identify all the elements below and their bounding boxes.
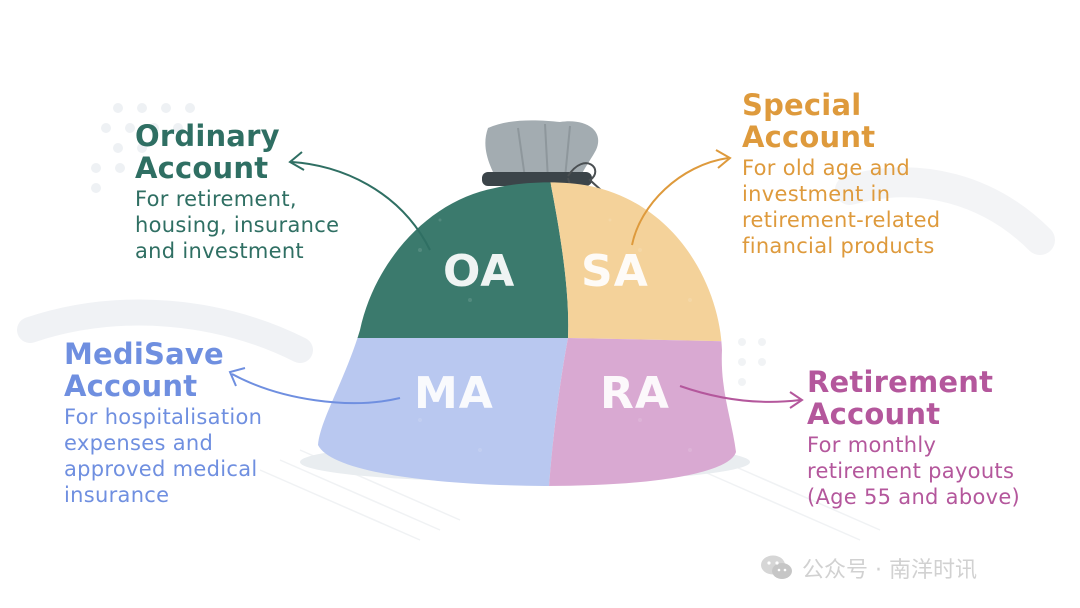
desc-line: For hospitalisation bbox=[64, 405, 263, 429]
desc-line: and investment bbox=[135, 239, 304, 263]
desc-line: investment in bbox=[742, 182, 891, 206]
segment-ra bbox=[548, 338, 736, 486]
desc-line: (Age 55 and above) bbox=[807, 485, 1021, 509]
desc-line: retirement-related bbox=[742, 208, 941, 232]
segment-ma bbox=[318, 338, 568, 486]
desc-line: retirement payouts bbox=[807, 459, 1015, 483]
segment-sa-label: SA bbox=[581, 246, 649, 297]
segment-sa bbox=[548, 182, 736, 342]
special-account-title: Special Account bbox=[742, 89, 982, 153]
title-line: Account bbox=[807, 397, 941, 431]
special-account-callout: Special Account For old age and investme… bbox=[742, 89, 982, 259]
title-line: Special bbox=[742, 88, 862, 122]
ordinary-account-callout: Ordinary Account For retirement, housing… bbox=[135, 120, 375, 264]
retirement-account-description: For monthly retirement payouts (Age 55 a… bbox=[807, 432, 1047, 510]
segment-ma-label: MA bbox=[414, 368, 494, 419]
bag-band bbox=[482, 172, 592, 186]
retirement-account-callout: Retirement Account For monthly retiremen… bbox=[807, 366, 1047, 510]
title-line: Retirement bbox=[807, 365, 994, 399]
desc-line: expenses and bbox=[64, 431, 214, 455]
desc-line: For monthly bbox=[807, 433, 937, 457]
ordinary-account-title: Ordinary Account bbox=[135, 120, 375, 184]
title-line: MediSave bbox=[64, 337, 224, 371]
segment-ra-label: RA bbox=[600, 368, 670, 419]
segment-oa-label: OA bbox=[443, 246, 516, 297]
watermark-text: 公众号 · 南洋时讯 bbox=[802, 558, 977, 583]
bag-top bbox=[485, 120, 599, 186]
medisave-account-title: MediSave Account bbox=[64, 338, 304, 402]
watermark: 公众号 · 南洋时讯 bbox=[760, 548, 1060, 588]
desc-line: For retirement, bbox=[135, 187, 297, 211]
desc-line: approved medical bbox=[64, 457, 258, 481]
wechat-icon bbox=[761, 555, 792, 579]
desc-line: insurance bbox=[64, 483, 170, 507]
arrow-ra bbox=[679, 385, 801, 403]
title-line: Account bbox=[64, 369, 198, 403]
arrow-ma bbox=[231, 373, 401, 405]
title-line: Account bbox=[135, 151, 269, 185]
desc-line: housing, insurance bbox=[135, 213, 340, 237]
medisave-account-callout: MediSave Account For hospitalisation exp… bbox=[64, 338, 304, 508]
ordinary-account-description: For retirement, housing, insurance and i… bbox=[135, 186, 375, 264]
title-line: Ordinary bbox=[135, 119, 280, 153]
retirement-account-title: Retirement Account bbox=[807, 366, 1047, 430]
title-line: Account bbox=[742, 120, 876, 154]
arrow-oa bbox=[291, 161, 431, 251]
medisave-account-description: For hospitalisation expenses and approve… bbox=[64, 404, 304, 508]
arrow-sa bbox=[631, 157, 729, 246]
desc-line: For old age and bbox=[742, 156, 910, 180]
desc-line: financial products bbox=[742, 234, 935, 258]
special-account-description: For old age and investment in retirement… bbox=[742, 155, 982, 259]
